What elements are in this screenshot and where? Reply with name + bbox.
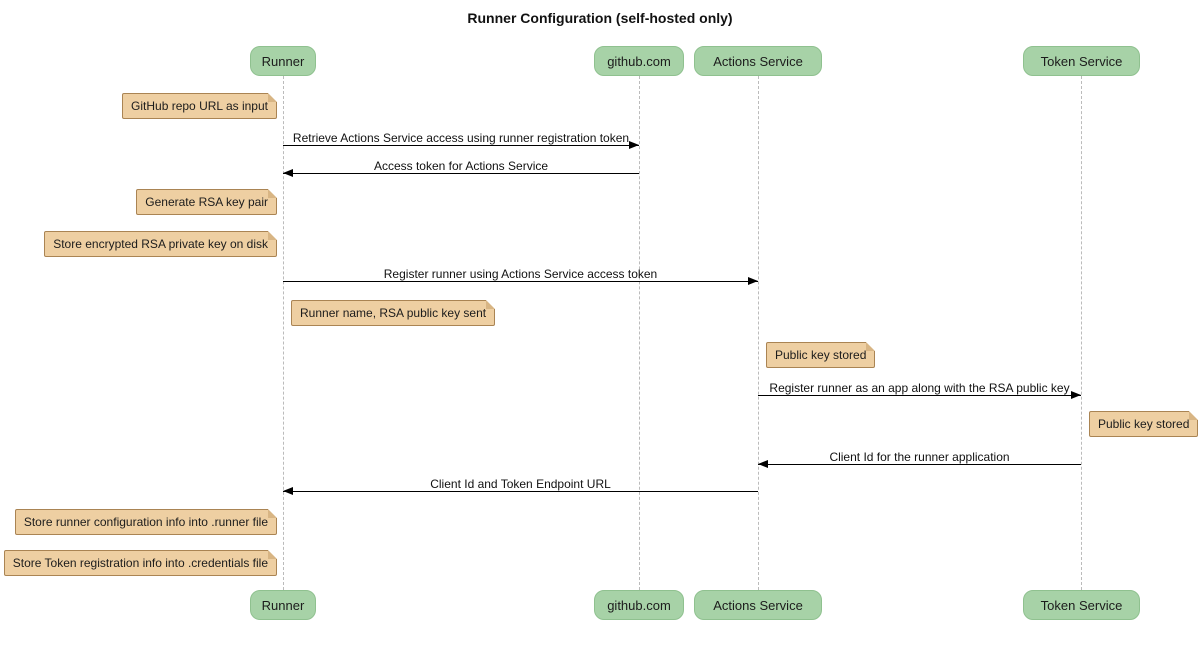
message-line [283, 277, 758, 285]
message-register-runner: Register runner using Actions Service ac… [283, 267, 758, 285]
note-fold-icon [268, 509, 277, 518]
note-store-private-key: Store encrypted RSA private key on disk [44, 231, 277, 257]
arrowhead-right-icon [629, 141, 639, 149]
message-label: Access token for Actions Service [373, 159, 549, 173]
note-label: Generate RSA key pair [145, 195, 268, 209]
message-register-app: Register runner as an app along with the… [758, 381, 1081, 399]
message-client-id: Client Id for the runner application [758, 450, 1081, 468]
arrowhead-right-icon [1071, 391, 1081, 399]
note-fold-icon [866, 342, 876, 351]
note-runner-name-sent: Runner name, RSA public key sent [291, 300, 496, 326]
actor-token-service-bottom: Token Service [1023, 590, 1140, 620]
actor-github-top: github.com [594, 46, 684, 76]
arrowhead-left-icon [283, 169, 293, 177]
actor-runner-top: Runner [250, 46, 316, 76]
message-access-token: Access token for Actions Service [283, 159, 639, 177]
note-label: Store Token registration info into .cred… [12, 556, 268, 570]
message-label: Client Id for the runner application [829, 450, 1010, 464]
note-label: GitHub repo URL as input [131, 99, 268, 113]
message-line [283, 169, 639, 177]
lifeline-github [639, 76, 640, 590]
message-line [758, 391, 1081, 399]
message-line [283, 487, 758, 495]
note-fold-icon [268, 550, 277, 559]
note-label: Store encrypted RSA private key on disk [53, 237, 268, 251]
message-label: Client Id and Token Endpoint URL [430, 477, 611, 491]
note-fold-icon [486, 300, 496, 309]
note-fold-icon [268, 189, 277, 198]
note-label: Public key stored [1098, 417, 1190, 431]
message-label: Retrieve Actions Service access using ru… [292, 131, 630, 145]
note-label: Public key stored [775, 348, 867, 362]
note-public-key-stored-actions: Public key stored [766, 342, 876, 368]
note-github-repo-url: GitHub repo URL as input [122, 93, 277, 119]
note-generate-rsa: Generate RSA key pair [136, 189, 277, 215]
note-store-credentials-file: Store Token registration info into .cred… [3, 550, 277, 576]
note-fold-icon [268, 93, 277, 102]
note-fold-icon [268, 231, 277, 240]
actor-token-service-top: Token Service [1023, 46, 1140, 76]
note-public-key-stored-token: Public key stored [1089, 411, 1199, 437]
note-label: Store runner configuration info into .ru… [23, 515, 268, 529]
note-store-runner-file: Store runner configuration info into .ru… [14, 509, 277, 535]
note-fold-icon [1189, 411, 1199, 420]
actor-actions-service-top: Actions Service [694, 46, 822, 76]
note-label: Runner name, RSA public key sent [300, 306, 487, 320]
message-retrieve-access: Retrieve Actions Service access using ru… [283, 131, 639, 149]
message-label: Register runner using Actions Service ac… [383, 267, 658, 281]
lifeline-runner [283, 76, 284, 590]
lifeline-actions-service [758, 76, 759, 590]
message-line [283, 141, 639, 149]
arrowhead-left-icon [283, 487, 293, 495]
arrowhead-left-icon [758, 460, 768, 468]
arrowhead-right-icon [748, 277, 758, 285]
actor-actions-service-bottom: Actions Service [694, 590, 822, 620]
lifeline-token-service [1081, 76, 1082, 590]
actor-runner-bottom: Runner [250, 590, 316, 620]
message-line [758, 460, 1081, 468]
message-client-id-endpoint: Client Id and Token Endpoint URL [283, 477, 758, 495]
diagram-title: Runner Configuration (self-hosted only) [467, 10, 733, 26]
message-label: Register runner as an app along with the… [769, 381, 1070, 395]
actor-github-bottom: github.com [594, 590, 684, 620]
